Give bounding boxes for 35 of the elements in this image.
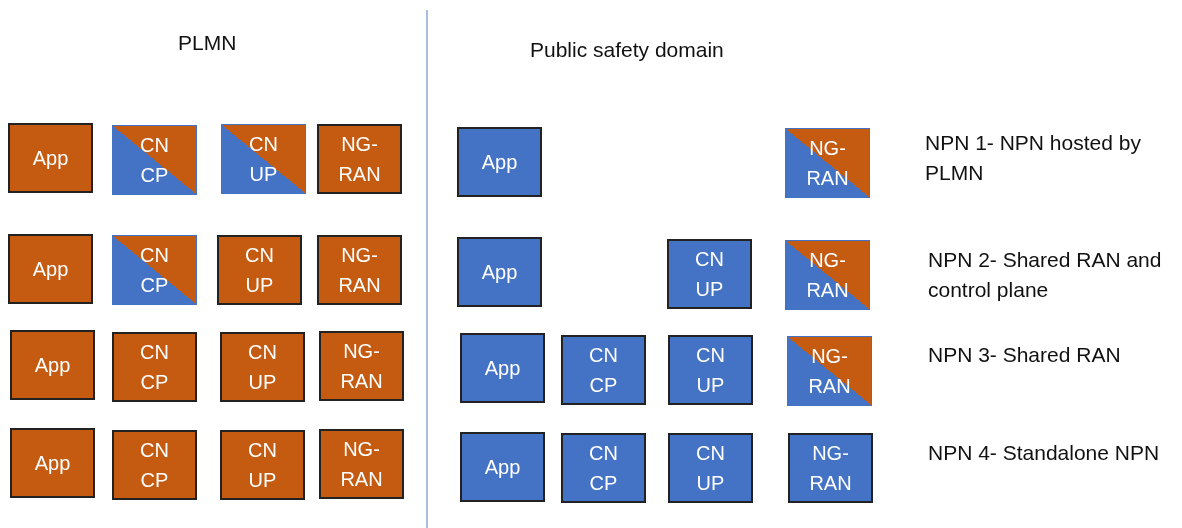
network-function-box: CN CP: [561, 335, 646, 405]
network-function-box: App: [460, 333, 545, 403]
network-function-box: CN CP: [112, 235, 197, 305]
network-function-box: App: [457, 127, 542, 197]
section-heading: Public safety domain: [530, 37, 724, 63]
network-function-box: CN CP: [112, 430, 197, 500]
network-function-box: CN CP: [112, 332, 197, 402]
network-function-box: NG- RAN: [788, 433, 873, 503]
network-function-box: App: [10, 330, 95, 400]
network-function-box: CN CP: [561, 433, 646, 503]
network-function-box: CN UP: [217, 235, 302, 305]
network-function-box: NG- RAN: [317, 235, 402, 305]
row-caption: NPN 3- Shared RAN: [928, 342, 1122, 368]
network-function-box: CN UP: [221, 124, 306, 194]
network-function-box: App: [460, 432, 545, 502]
section-heading: PLMN: [178, 30, 237, 56]
network-function-box: App: [8, 234, 93, 304]
network-function-box: CN UP: [668, 335, 753, 405]
network-function-box: CN UP: [667, 239, 752, 309]
network-function-box: NG- RAN: [785, 240, 870, 310]
network-function-box: CN UP: [668, 433, 753, 503]
network-function-box: NG- RAN: [317, 124, 402, 194]
network-function-box: NG- RAN: [319, 429, 404, 499]
row-caption: NPN 2- Shared RAN and control plane: [928, 247, 1163, 303]
network-function-box: CN UP: [220, 332, 305, 402]
network-function-box: App: [8, 123, 93, 193]
network-function-box: NG- RAN: [785, 128, 870, 198]
row-caption: NPN 1- NPN hosted by PLMN: [925, 130, 1142, 186]
row-caption: NPN 4- Standalone NPN: [928, 440, 1161, 466]
network-function-box: NG- RAN: [787, 336, 872, 406]
network-function-box: App: [457, 237, 542, 307]
network-function-box: App: [10, 428, 95, 498]
network-function-box: CN UP: [220, 430, 305, 500]
network-function-box: NG- RAN: [319, 331, 404, 401]
network-function-box: CN CP: [112, 125, 197, 195]
